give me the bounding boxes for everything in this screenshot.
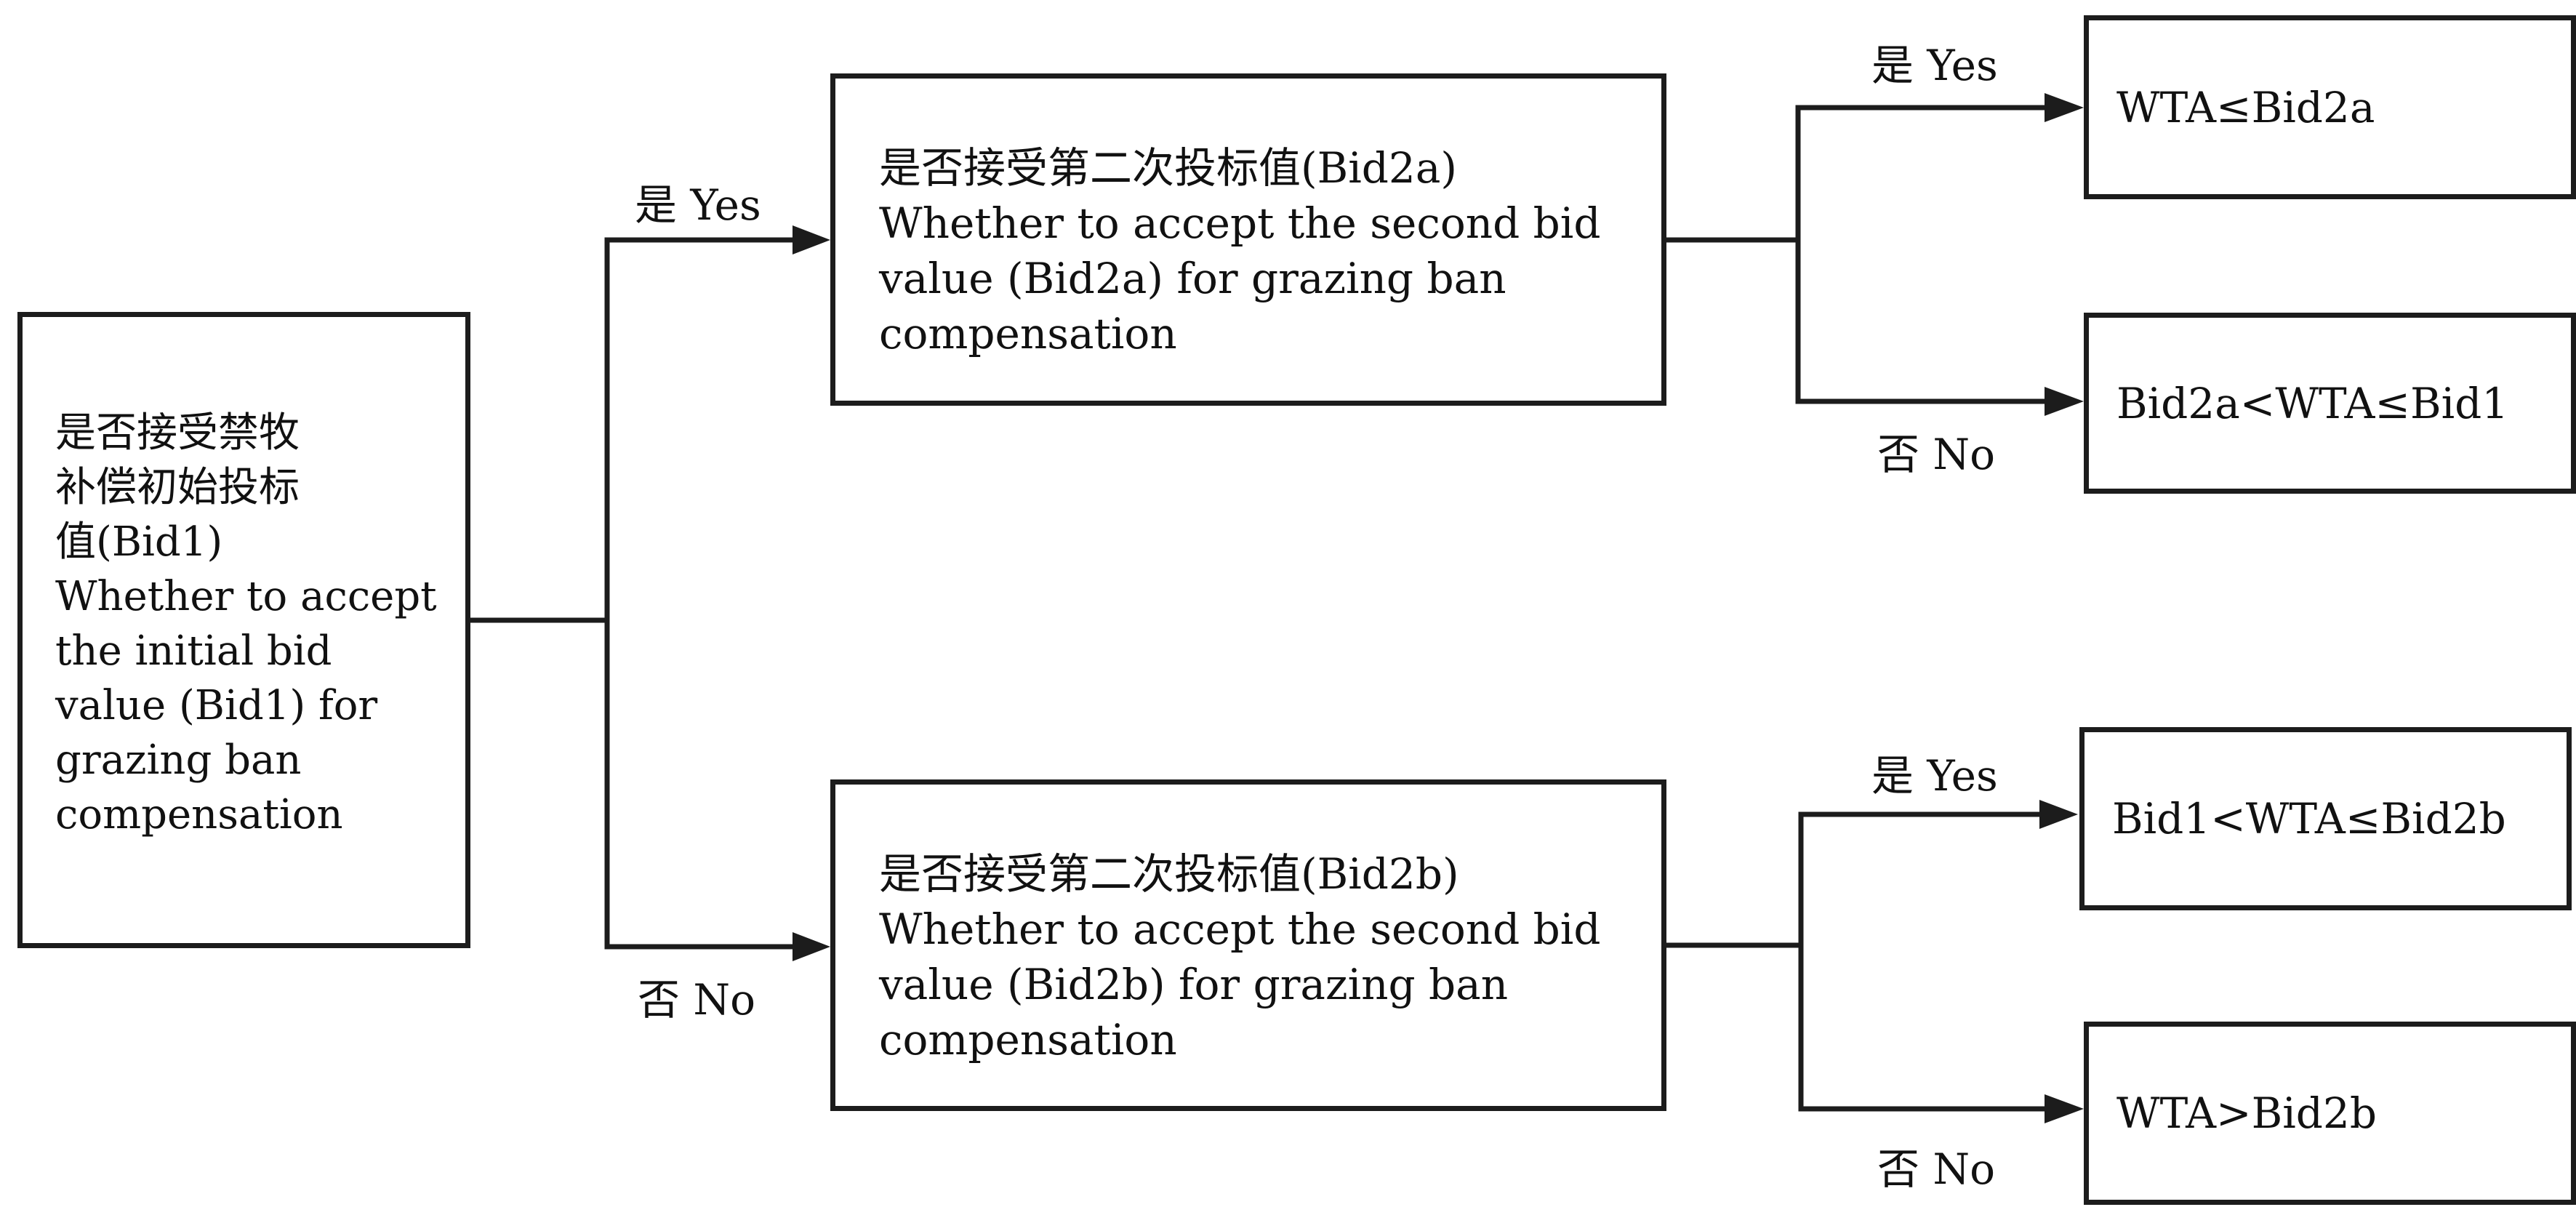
root-decision-node: 是否接受禁牧 补偿初始投标 值(Bid1) Whether to accept … bbox=[17, 312, 470, 948]
outcome-lower-no-text: WTA>Bid2b bbox=[2116, 1088, 2377, 1138]
lower-no-arrowhead bbox=[2045, 1094, 2084, 1123]
upper-no-arrowhead bbox=[2045, 387, 2084, 416]
upper-no-label: 否 No bbox=[1877, 430, 1996, 479]
lower-no-label: 否 No bbox=[1877, 1144, 1996, 1194]
outcome-lower-yes: Bid1<WTA≤Bid2b bbox=[2079, 727, 2572, 910]
upper-decision-node: 是否接受第二次投标值(Bid2a) Whether to accept the … bbox=[830, 73, 1666, 406]
lower-yes-arrowhead bbox=[2039, 800, 2078, 829]
lower-decision-text: 是否接受第二次投标值(Bid2b) Whether to accept the … bbox=[879, 849, 1601, 1064]
upper-yes-label: 是 Yes bbox=[1871, 41, 1998, 90]
root-no-arrowhead bbox=[793, 932, 830, 961]
root-no-label: 否 No bbox=[638, 975, 756, 1024]
root-decision-text: 是否接受禁牧 补偿初始投标 值(Bid1) Whether to accept … bbox=[55, 409, 437, 838]
outcome-upper-no: Bid2a<WTA≤Bid1 bbox=[2084, 313, 2576, 494]
outcome-lower-yes-text: Bid1<WTA≤Bid2b bbox=[2112, 794, 2506, 843]
lower-decision-node: 是否接受第二次投标值(Bid2b) Whether to accept the … bbox=[830, 779, 1666, 1111]
lower-yes-label: 是 Yes bbox=[1871, 751, 1998, 801]
upper-yes-arrowhead bbox=[2045, 93, 2084, 122]
outcome-upper-yes: WTA≤Bid2a bbox=[2084, 15, 2576, 199]
root-yes-arrowhead bbox=[793, 225, 830, 254]
outcome-upper-no-text: Bid2a<WTA≤Bid1 bbox=[2116, 378, 2509, 428]
outcome-upper-yes-text: WTA≤Bid2a bbox=[2116, 82, 2375, 132]
outcome-lower-no: WTA>Bid2b bbox=[2084, 1022, 2576, 1205]
upper-decision-text: 是否接受第二次投标值(Bid2a) Whether to accept the … bbox=[879, 143, 1601, 358]
root-yes-label: 是 Yes bbox=[635, 180, 761, 230]
